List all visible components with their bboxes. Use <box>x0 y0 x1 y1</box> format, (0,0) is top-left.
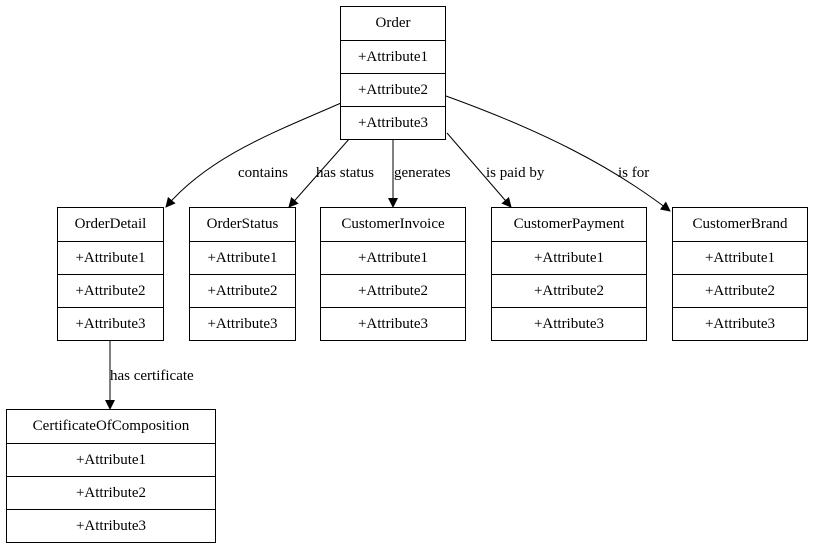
edge-is-paid-by <box>446 132 512 208</box>
class-customer-brand: CustomerBrand +Attribute1 +Attribute2 +A… <box>672 207 808 341</box>
class-name: Order <box>375 15 411 31</box>
class-attribute: +Attribute3 <box>58 307 163 340</box>
class-attribute: +Attribute3 <box>492 307 646 340</box>
class-attribute: +Attribute2 <box>492 274 646 307</box>
class-name: CertificateOfComposition <box>32 418 190 434</box>
class-customer-invoice: CustomerInvoice +Attribute1 +Attribute2 … <box>320 207 466 341</box>
edge-label-contains: contains <box>238 165 288 181</box>
edge-label-is-paid-by: is paid by <box>486 165 545 181</box>
class-order: Order +Attribute1 +Attribute2 +Attribute… <box>340 6 446 140</box>
edge-label-has-certificate: has certificate <box>110 368 194 384</box>
class-attribute: +Attribute3 <box>673 307 807 340</box>
edge-label-has-status: has status <box>316 165 374 181</box>
class-order-status: OrderStatus +Attribute1 +Attribute2 +Att… <box>189 207 296 341</box>
class-customer-payment: CustomerPayment +Attribute1 +Attribute2 … <box>491 207 647 341</box>
edge-label-is-for: is for <box>618 165 650 181</box>
class-attribute: +Attribute1 <box>492 241 646 274</box>
class-attribute: +Attribute1 <box>190 241 295 274</box>
class-attribute: +Attribute2 <box>7 476 215 509</box>
edge-label-generates: generates <box>394 165 451 181</box>
class-attribute: +Attribute3 <box>7 509 215 542</box>
class-attribute: +Attribute2 <box>673 274 807 307</box>
class-attribute: +Attribute2 <box>190 274 295 307</box>
class-attribute: +Attribute1 <box>341 40 445 73</box>
class-attribute: +Attribute3 <box>321 307 465 340</box>
class-attribute: +Attribute1 <box>7 443 215 476</box>
class-attribute: +Attribute2 <box>341 73 445 106</box>
class-attribute: +Attribute2 <box>321 274 465 307</box>
class-name: CustomerPayment <box>513 216 625 232</box>
class-attribute: +Attribute3 <box>341 106 445 139</box>
class-name: OrderDetail <box>74 216 147 232</box>
class-name: CustomerBrand <box>692 216 788 232</box>
class-name: CustomerInvoice <box>341 216 445 232</box>
edge-is-for <box>445 95 671 212</box>
class-attribute: +Attribute1 <box>673 241 807 274</box>
class-attribute: +Attribute1 <box>58 241 163 274</box>
class-attribute: +Attribute3 <box>190 307 295 340</box>
edge-has-status <box>288 137 351 208</box>
class-name: OrderStatus <box>206 216 279 232</box>
edge-contains <box>165 102 342 208</box>
class-attribute: +Attribute2 <box>58 274 163 307</box>
class-attribute: +Attribute1 <box>321 241 465 274</box>
class-certificate-of-composition: CertificateOfComposition +Attribute1 +At… <box>6 409 216 543</box>
class-order-detail: OrderDetail +Attribute1 +Attribute2 +Att… <box>57 207 164 341</box>
